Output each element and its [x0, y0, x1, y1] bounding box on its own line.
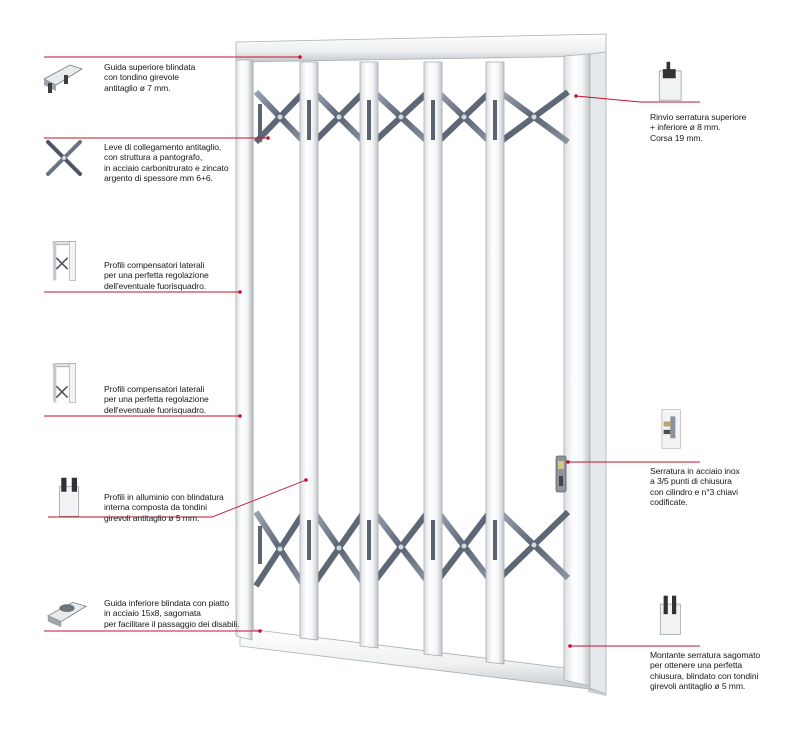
- gate-frame: [235, 33, 607, 696]
- callout-profili-compensatori-2: Profili compensatori laterali per una pe…: [104, 384, 209, 415]
- lever-pivot: [531, 114, 537, 120]
- pantograph-levers-top: [253, 89, 570, 145]
- top-rail: [235, 33, 607, 63]
- leader-line: [575, 95, 700, 103]
- lever-pivot: [461, 543, 467, 549]
- bar-slot: [431, 520, 435, 560]
- left-side-post: [235, 59, 253, 641]
- callout-rinvio-serratura: Rinvio serratura superiore + inferiore ø…: [650, 112, 747, 143]
- vertical-bar: [359, 61, 379, 649]
- lock-cylinder: [555, 455, 567, 493]
- aluminium-profile-icon: [59, 477, 80, 517]
- vertical-bars: [258, 61, 505, 665]
- side-profile-icon: [52, 241, 76, 281]
- leader-dot: [568, 644, 572, 648]
- bar-slot: [258, 104, 262, 142]
- vertical-bar: [485, 61, 505, 665]
- bar-slot: [307, 520, 311, 560]
- callout-montante: Montante serratura sagomato per ottenere…: [650, 650, 761, 692]
- callout-guida-superiore: Guida superiore blindata con tondino gir…: [104, 62, 196, 93]
- vertical-bar: [423, 61, 443, 657]
- lock-post-icon: [659, 595, 681, 635]
- bottom-rail-profile-icon: [46, 601, 88, 628]
- lever-pivot: [277, 114, 283, 120]
- bar-slot: [367, 520, 371, 560]
- lever-pivot: [277, 546, 283, 552]
- callout-profili-alluminio: Profili in alluminio con blindatura inte…: [104, 492, 224, 523]
- callout-leader-lines: [44, 55, 700, 648]
- top-rail-profile-icon: [43, 64, 83, 93]
- vertical-bar: [299, 61, 319, 641]
- lever-pivot: [336, 114, 342, 120]
- lever-pivot: [398, 114, 404, 120]
- pantograph-levers-bottom: [253, 509, 571, 588]
- bar-slot: [431, 100, 435, 140]
- bar-slot: [307, 100, 311, 140]
- lock-post: [563, 53, 591, 687]
- leader-dot: [238, 290, 242, 294]
- callout-leve-collegamento: Leve di collegamento antitaglio, con str…: [104, 142, 229, 184]
- leader-line: [48, 479, 307, 518]
- leader-dot: [238, 414, 242, 418]
- bar-slot: [493, 520, 497, 560]
- leader-dot: [574, 94, 578, 98]
- side-profile-icon: [52, 363, 76, 403]
- callout-profili-compensatori-1: Profili compensatori laterali per una pe…: [104, 260, 209, 291]
- bar-slot: [258, 526, 262, 564]
- lever-pivot: [336, 545, 342, 551]
- leader-dot: [258, 629, 262, 633]
- lock-cylinder-icon: [661, 409, 681, 449]
- bottom-rail: [239, 627, 599, 691]
- leader-dot: [304, 478, 308, 482]
- lever-pivot: [398, 544, 404, 550]
- leader-dot: [566, 460, 570, 464]
- lever-pivot: [461, 114, 467, 120]
- leader-dot: [298, 55, 302, 59]
- bar-slot: [493, 100, 497, 140]
- bar-slot: [367, 100, 371, 140]
- lock-rod-icon: [658, 61, 682, 101]
- leader-dot: [266, 136, 270, 140]
- callout-serratura: Serratura in acciaio inox a 3/5 punti di…: [650, 466, 740, 508]
- callout-guida-inferiore: Guida inferiore blindata con piatto in a…: [104, 598, 240, 629]
- lever-pivot: [531, 542, 537, 548]
- cross-lever-icon: [46, 140, 82, 176]
